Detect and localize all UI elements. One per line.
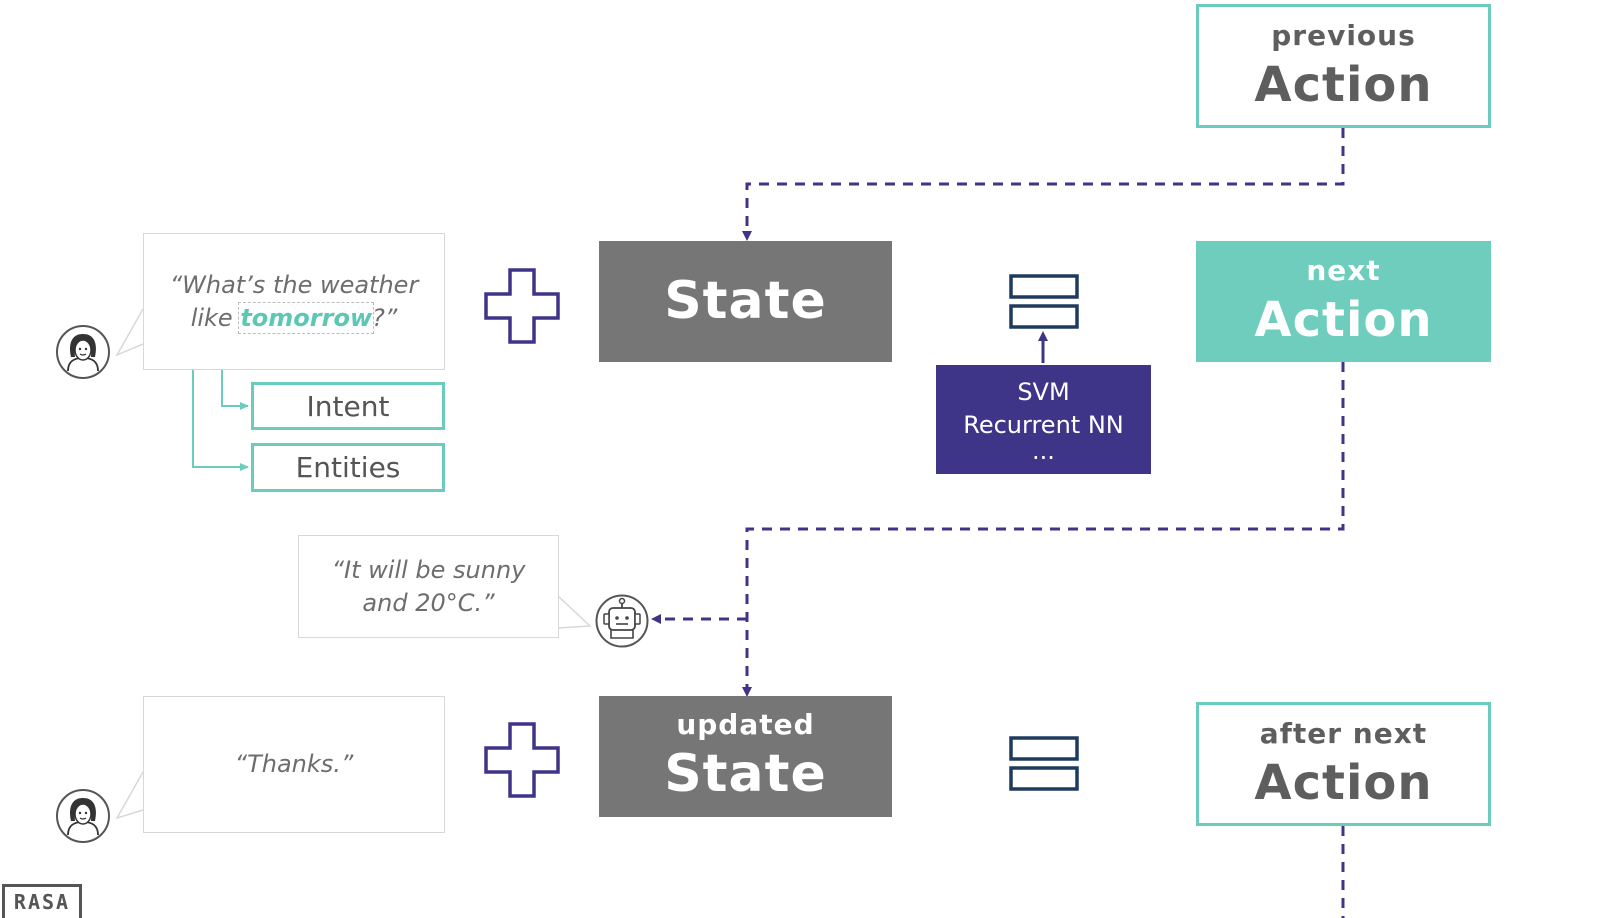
after-next-action-box: after next Action <box>1196 702 1491 826</box>
entities-label: Entities <box>295 451 401 484</box>
state-box: State <box>599 241 892 362</box>
user-message-text: “Thanks.” <box>234 750 354 779</box>
bot-avatar-icon <box>595 594 649 648</box>
intent-label: Intent <box>306 389 390 423</box>
next-action-box: next Action <box>1196 241 1491 362</box>
next-action-label: Action <box>1254 292 1433 349</box>
previous-to-state-arrow <box>742 128 1345 241</box>
model-line: ... <box>1032 437 1055 466</box>
user-avatar-icon <box>56 325 110 379</box>
bot-message-bubble: “It will be sunny and 20°C.” <box>298 535 559 638</box>
plus-icon <box>484 268 560 344</box>
user-message-text: ?” <box>372 303 398 332</box>
previous-action-box: previous Action <box>1196 4 1491 128</box>
entities-box: Entities <box>251 443 445 492</box>
rasa-logo: RASA <box>2 884 82 918</box>
policy-model-box: SVM Recurrent NN ... <box>936 365 1151 474</box>
previous-action-top-label: previous <box>1271 18 1416 52</box>
model-line: Recurrent NN <box>963 410 1124 439</box>
user-message-line: “What’s the weather <box>169 271 419 300</box>
user-message-line: like tomorrow?” <box>190 301 398 334</box>
plus-icon <box>484 722 560 798</box>
user-avatar-icon <box>56 789 110 843</box>
nlu-bracket <box>192 368 246 468</box>
next-action-top-label: next <box>1306 254 1381 288</box>
bot-message-line: and 20°C.” <box>362 588 495 617</box>
updated-state-box: updated State <box>599 696 892 817</box>
after-next-action-label: Action <box>1254 754 1433 811</box>
user-message-text: like <box>190 303 241 332</box>
state-label: State <box>664 271 827 332</box>
updated-state-label: State <box>664 744 827 805</box>
equals-icon <box>1009 274 1079 329</box>
previous-action-label: Action <box>1254 56 1433 113</box>
equals-icon <box>1009 736 1079 791</box>
bot-message-line: “It will be sunny <box>331 556 526 585</box>
user-message-bubble: “What’s the weather like tomorrow?” <box>143 233 445 370</box>
user-message-bubble: “Thanks.” <box>143 696 445 833</box>
after-next-action-top-label: after next <box>1259 716 1428 750</box>
updated-state-top-label: updated <box>676 708 815 742</box>
model-line: SVM <box>1017 378 1070 407</box>
entity-highlight: tomorrow <box>238 301 375 334</box>
intent-box: Intent <box>251 382 445 430</box>
